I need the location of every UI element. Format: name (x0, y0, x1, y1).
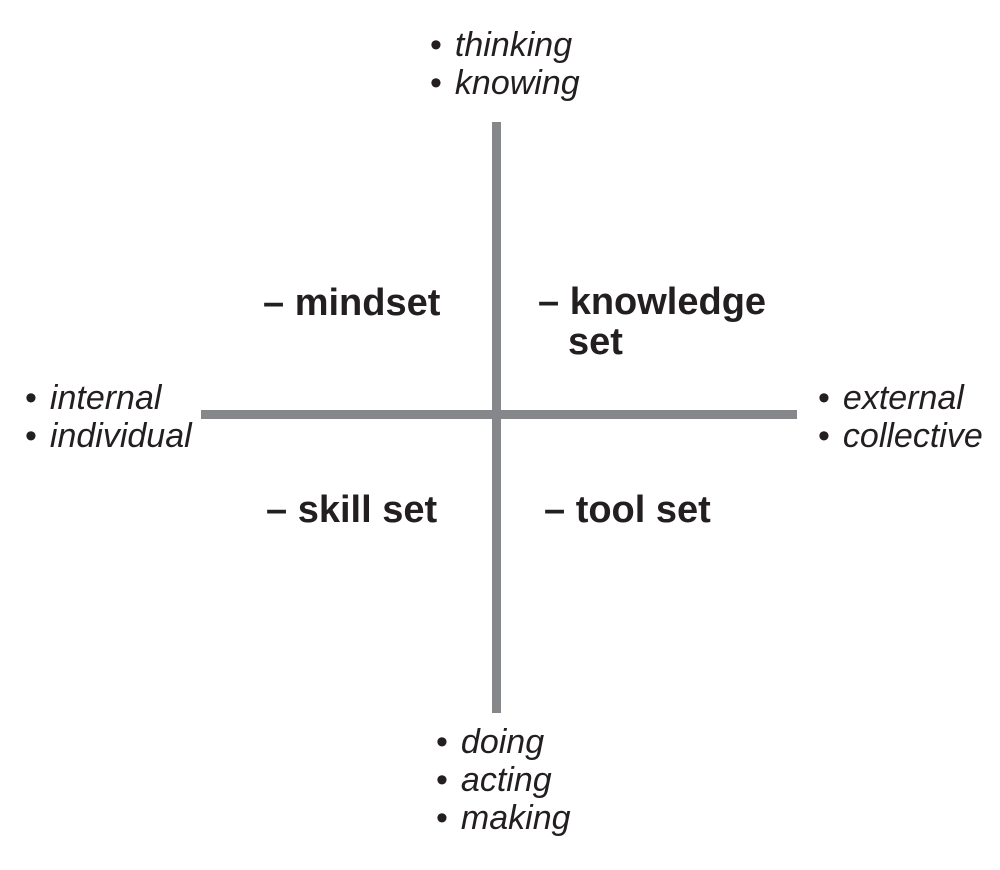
axis-term-external: external (842, 379, 964, 417)
list-item: • internal (25, 379, 192, 417)
axis-label-bottom: • doing • acting • making (436, 723, 571, 837)
list-item: • acting (436, 761, 571, 799)
axis-term-thinking: thinking (454, 26, 573, 64)
axis-term-collective: collective (842, 417, 983, 455)
list-item: • making (436, 799, 571, 837)
list-item: • knowing (430, 64, 580, 102)
quadrant-label-skill-set: – skill set (266, 489, 438, 531)
quadrant-label-tool-set: – tool set (544, 489, 711, 531)
bullet-icon: • (436, 761, 448, 799)
quadrant-label-mindset: – mindset (263, 282, 441, 324)
list-item: • individual (25, 417, 192, 455)
axis-term-doing: doing (460, 723, 545, 761)
bullet-icon: • (430, 26, 442, 64)
quadrant-label-knowledge-set: – knowledge set (538, 281, 767, 363)
list-item: • thinking (430, 26, 580, 64)
bullet-icon: • (25, 379, 37, 417)
axis-term-acting: acting (460, 761, 552, 799)
list-item: • collective (818, 417, 983, 455)
bullet-icon: • (436, 723, 448, 761)
axis-label-right: • external • collective (818, 379, 983, 455)
bullet-icon: • (818, 417, 830, 455)
list-item: • doing (436, 723, 571, 761)
axis-term-internal: internal (49, 379, 162, 417)
bullet-icon: • (430, 64, 442, 102)
bullet-icon: • (25, 417, 37, 455)
axis-term-making: making (460, 799, 571, 837)
bullet-icon: • (818, 379, 830, 417)
list-item: • external (818, 379, 983, 417)
axis-term-individual: individual (49, 417, 192, 455)
horizontal-axis-line (201, 410, 797, 419)
bullet-icon: • (436, 799, 448, 837)
axis-label-top: • thinking • knowing (430, 26, 580, 102)
axis-label-left: • internal • individual (25, 379, 192, 455)
axis-term-knowing: knowing (454, 64, 580, 102)
